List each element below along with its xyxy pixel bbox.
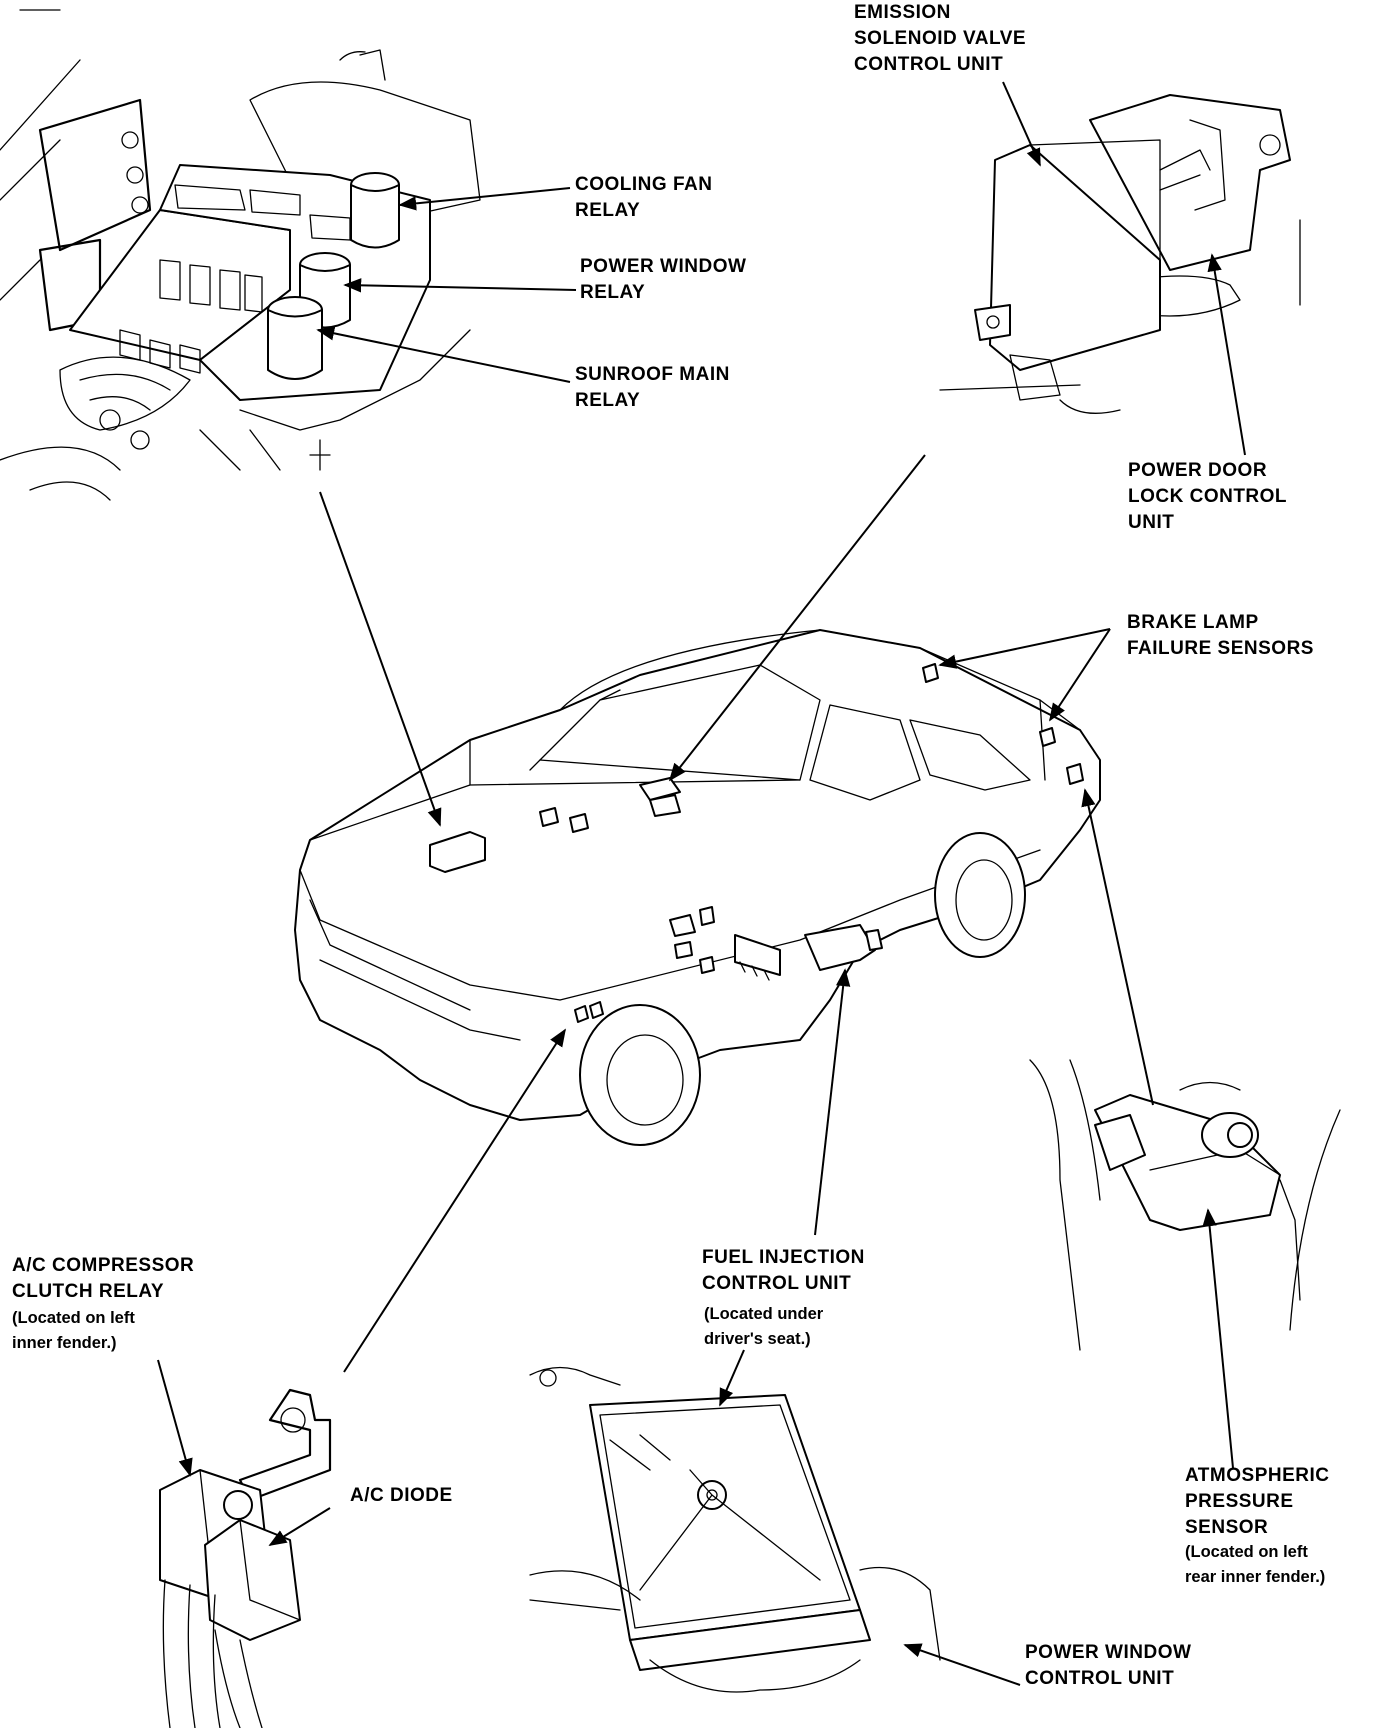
label-line: UNIT	[1128, 512, 1175, 533]
label-line: (Located on left	[12, 1309, 135, 1327]
atmospheric-sensor-illustration	[1029, 1059, 1341, 1351]
label-line: EMISSION	[854, 2, 951, 23]
label-line: rear inner fender.)	[1185, 1568, 1326, 1586]
label-line: ATMOSPHERIC	[1185, 1465, 1330, 1486]
label-line: BRAKE LAMP	[1127, 612, 1259, 633]
relay-box-illustration	[0, 9, 481, 501]
leader-lines	[157, 81, 1246, 1686]
label-line: driver's seat.)	[704, 1330, 811, 1348]
label-line: (Located under	[704, 1305, 824, 1323]
ac-compressor-relay-label: A/C COMPRESSOR CLUTCH RELAY	[12, 1253, 194, 1305]
label-line: FUEL INJECTION	[702, 1247, 865, 1268]
label-line: SENSOR	[1185, 1517, 1269, 1538]
ac-relay-illustration	[159, 1388, 332, 1728]
atmospheric-sensor-label: ATMOSPHERIC PRESSURE SENSOR	[1185, 1463, 1329, 1541]
fuel-injection-label: FUEL INJECTION CONTROL UNIT	[702, 1245, 865, 1297]
atmospheric-sensor-note: (Located on left rear inner fender.)	[1185, 1540, 1325, 1590]
power-door-lock-label: POWER DOOR LOCK CONTROL UNIT	[1128, 458, 1287, 536]
label-line: SUNROOF MAIN	[575, 364, 730, 385]
fuel-injection-unit-illustration	[529, 1366, 941, 1693]
sunroof-main-relay-label: SUNROOF MAIN RELAY	[575, 362, 730, 414]
emission-solenoid-label: EMISSION SOLENOID VALVE CONTROL UNIT	[854, 0, 1026, 78]
label-line: CLUTCH RELAY	[12, 1281, 165, 1302]
label-line: PRESSURE	[1185, 1491, 1294, 1512]
label-line: RELAY	[580, 282, 646, 303]
label-line: A/C COMPRESSOR	[12, 1255, 195, 1276]
label-line: POWER WINDOW	[580, 256, 747, 277]
brake-lamp-sensors-label: BRAKE LAMP FAILURE SENSORS	[1127, 610, 1314, 662]
label-line: COOLING FAN	[575, 174, 713, 195]
label-line: POWER DOOR	[1128, 460, 1268, 481]
cooling-fan-relay-label: COOLING FAN RELAY	[575, 172, 712, 224]
ac-compressor-note: (Located on left inner fender.)	[12, 1306, 135, 1356]
power-window-relay-label: POWER WINDOW RELAY	[580, 254, 746, 306]
label-line: POWER WINDOW	[1025, 1642, 1192, 1663]
label-line: CONTROL UNIT	[1025, 1668, 1175, 1689]
label-line: LOCK CONTROL	[1128, 486, 1288, 507]
label-line: A/C DIODE	[350, 1485, 453, 1506]
label-line: (Located on left	[1185, 1543, 1308, 1561]
label-line: CONTROL UNIT	[702, 1273, 852, 1294]
label-line: SOLENOID VALVE	[854, 28, 1027, 49]
emission-control-unit-illustration	[939, 94, 1301, 414]
label-line: inner fender.)	[12, 1334, 117, 1352]
fuel-injection-note: (Located under driver's seat.)	[704, 1302, 823, 1352]
label-line: CONTROL UNIT	[854, 54, 1004, 75]
ac-diode-label: A/C DIODE	[350, 1483, 453, 1509]
label-line: RELAY	[575, 200, 641, 221]
label-line: FAILURE SENSORS	[1127, 638, 1314, 659]
car-illustration	[294, 629, 1101, 1146]
label-line: RELAY	[575, 390, 641, 411]
power-window-control-unit-label: POWER WINDOW CONTROL UNIT	[1025, 1640, 1191, 1692]
